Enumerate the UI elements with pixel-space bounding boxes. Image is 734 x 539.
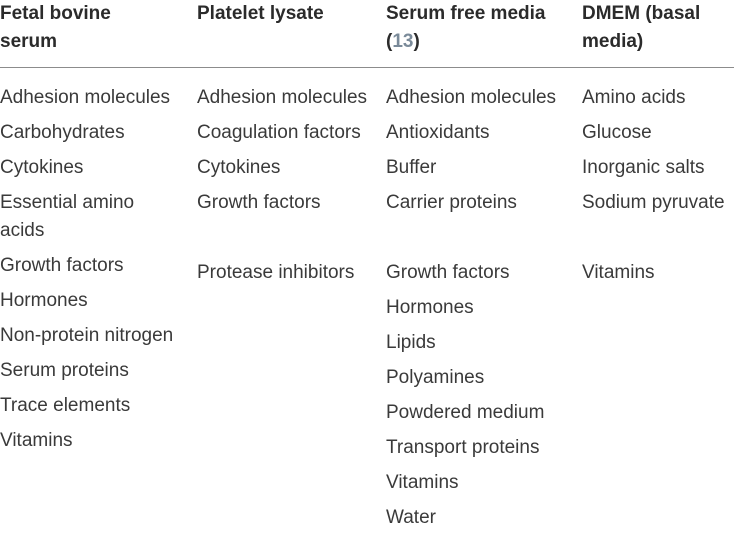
table-cell: Non-protein nitrogen	[0, 325, 174, 346]
table-cell: Buffer	[386, 157, 437, 178]
column-cells: Adhesion molecules Antioxidants Buffer C…	[386, 84, 582, 539]
table-cell: Growth factors	[197, 192, 321, 213]
table-cell: Powdered medium	[386, 402, 545, 423]
table-cell: Sodium pyruvate	[582, 192, 725, 213]
column-header: DMEM (basal media)	[582, 3, 701, 52]
table-cell: Cytokines	[197, 157, 281, 178]
table-cell: Hormones	[0, 290, 88, 311]
table-cell: Adhesion molecules	[197, 87, 368, 108]
column-header: Platelet lysate	[197, 3, 324, 24]
table-cell: Glucose	[582, 122, 652, 143]
table-cell: Essential amino acids	[0, 192, 135, 241]
table-cell: Carbohydrates	[0, 122, 125, 143]
column-header: Fetal bovine serum	[0, 3, 111, 52]
table-cell: Cytokines	[0, 157, 84, 178]
table-cell: Lipids	[386, 332, 436, 353]
table-cell: Vitamins	[0, 430, 73, 451]
table-cell: Vitamins	[582, 262, 655, 283]
table-cell: Trace elements	[0, 395, 131, 416]
table-cell: Growth factors	[386, 262, 510, 283]
table-cell: Vitamins	[386, 472, 459, 493]
column-header: Serum free media (13)	[386, 0, 572, 56]
reference-link[interactable]: 13	[392, 31, 414, 52]
column-header-text: Serum free media (	[386, 3, 546, 52]
table-cell: Protease inhibitors	[197, 262, 355, 283]
column-cells: Amino acids Glucose Inorganic salts Sodi…	[582, 84, 734, 294]
table-cell: Transport proteins	[386, 437, 540, 458]
column-header-text-end: )	[413, 31, 420, 52]
table-cell: Adhesion molecules	[386, 87, 557, 108]
table-cell: Water	[386, 507, 436, 528]
column-cells: Adhesion molecules Coagulation factors C…	[197, 84, 385, 294]
table-cell: Adhesion molecules	[0, 87, 171, 108]
table-cell: Carrier proteins	[386, 192, 517, 213]
table-cell: Serum proteins	[0, 360, 129, 381]
table-cell: Growth factors	[0, 255, 124, 276]
table-cell: Antioxidants	[386, 122, 490, 143]
table-cell: Coagulation factors	[197, 122, 361, 143]
header-divider	[0, 67, 734, 68]
table-cell: Polyamines	[386, 367, 485, 388]
column-cells: Adhesion molecules Carbohydrates Cytokin…	[0, 84, 196, 462]
table-cell: Inorganic salts	[582, 157, 705, 178]
table-cell: Amino acids	[582, 87, 686, 108]
table-cell: Hormones	[386, 297, 474, 318]
